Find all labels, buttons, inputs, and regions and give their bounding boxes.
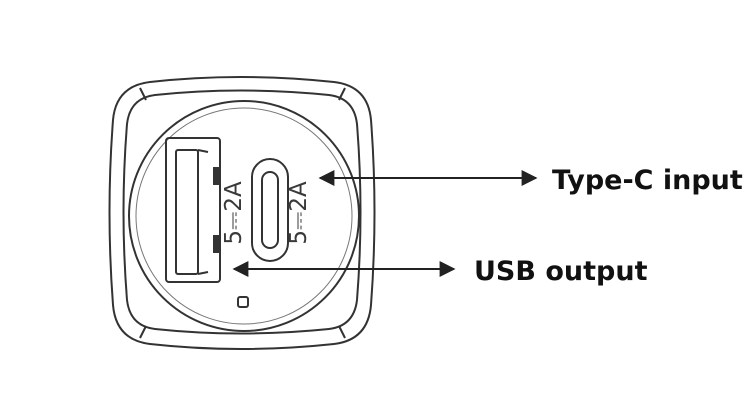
indicator-light — [237, 296, 249, 308]
outer-shell — [108, 76, 376, 350]
charger-body — [108, 76, 376, 350]
port-face-circle — [128, 100, 360, 332]
notch-tr — [338, 87, 346, 101]
inner-shell — [122, 89, 362, 335]
typec-rating-text: 5⎓2A — [286, 181, 312, 245]
type-c-port — [251, 158, 289, 262]
notch-tl — [139, 87, 147, 101]
usb-output-label: USB output — [474, 256, 648, 287]
notch-br — [338, 325, 346, 339]
usb-a-port — [165, 137, 221, 283]
port-face-inner-circle — [135, 107, 353, 325]
notch-bl — [139, 325, 147, 339]
type-c-input-label: Type-C input — [552, 165, 743, 196]
usb-rating-text: 5⎓2A — [221, 181, 247, 245]
